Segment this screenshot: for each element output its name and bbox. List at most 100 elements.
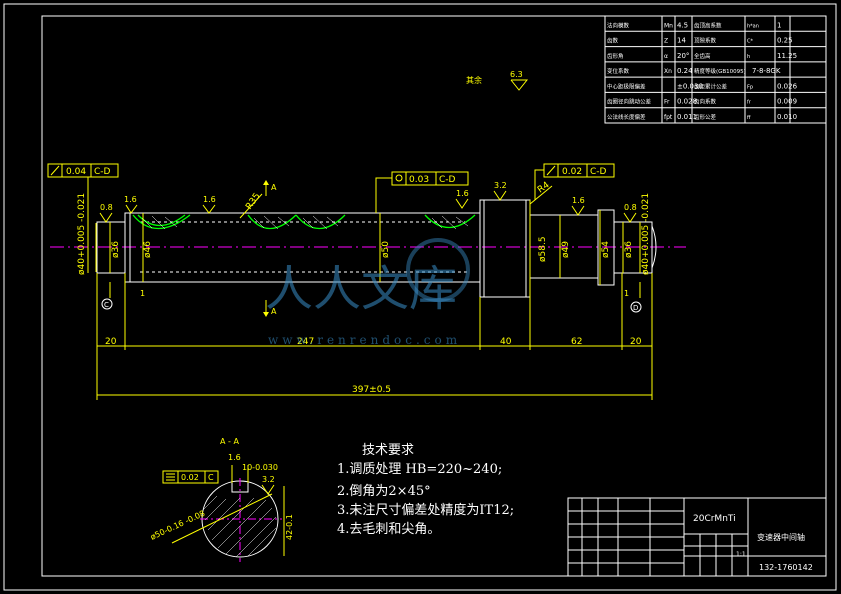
dim-d36-right: ø36 xyxy=(624,241,634,258)
roughness-3: 1.6 xyxy=(203,195,216,204)
requirement-item-2: 2.倒角为2×45° xyxy=(337,484,431,499)
roughness-symbols: 0.8 1.6 1.6 1.6 3.2 1.6 0.8 xyxy=(99,181,637,223)
tol-right-value: 0.02 xyxy=(562,167,582,177)
datum-d: D xyxy=(630,282,642,313)
rest-label: 其余 xyxy=(466,75,482,85)
tolerance-frame-middle: 0.03 C-D xyxy=(375,171,469,213)
param-cell-v1: 14 xyxy=(677,37,686,45)
param-cell-s2: h xyxy=(747,54,750,60)
param-cell-v2: 0.25 xyxy=(777,37,793,45)
technical-requirements: 技术要求 1.调质处理 HB=220~240; 2.倒角为2×45° 3.未注尺… xyxy=(337,443,514,537)
section-tol-value: 0.02 xyxy=(181,473,199,482)
tol-left-value: 0.04 xyxy=(66,167,86,177)
title-block-material: 20CrMnTi xyxy=(693,514,736,524)
dim-d50: ø50 xyxy=(381,241,391,258)
param-cell-s1: Xn xyxy=(664,68,672,75)
dim-d36-left: ø36 xyxy=(111,241,121,258)
param-cell-l2: 顶隙系数 xyxy=(694,37,717,45)
param-cell-s1: fpt xyxy=(664,114,673,121)
section-cut-marks: A A xyxy=(263,180,277,317)
rest-roughness-note: 其余 6.3 xyxy=(466,70,529,91)
dim-d40-left: ø40+0.005 -0.021 xyxy=(77,193,87,275)
watermark-url: www.renrendoc.com xyxy=(268,333,461,347)
dim-len-20-right: 20 xyxy=(630,337,642,347)
param-cell-v1: ±0.030 xyxy=(677,82,703,90)
param-cell-v1: 4.5 xyxy=(677,21,688,29)
watermark-brand: 人人文库 xyxy=(265,261,457,317)
section-roughness-1: 3.2 xyxy=(262,475,275,484)
rest-roughness-value: 6.3 xyxy=(510,70,523,79)
dim-overall-length: 397±0.5 xyxy=(352,385,391,395)
tooth-hatching xyxy=(141,215,469,230)
title-block xyxy=(567,497,827,577)
param-cell-l1: 齿形角 xyxy=(607,52,624,60)
dim-d40-right: ø40+0.005 -0.021 xyxy=(641,193,651,275)
param-cell-s2: ff xyxy=(747,115,751,121)
section-tol-datum: C xyxy=(208,473,214,482)
requirement-item-1: 1.调质处理 HB=220~240; xyxy=(337,462,502,477)
tol-middle-datum: C-D xyxy=(439,175,456,185)
datum-c-label: C xyxy=(104,301,109,309)
param-cell-l1: 法向模数 xyxy=(607,21,630,29)
param-cell-v2: 1 xyxy=(777,21,781,29)
param-cell-l2: 齿向系数 xyxy=(694,98,717,106)
tol-right-datum: C-D xyxy=(590,167,607,177)
roughness-2: 1.6 xyxy=(124,195,137,204)
param-cell-v2: 0.026 xyxy=(777,82,798,90)
requirement-item-3: 3.未注尺寸偏差处精度为IT12; xyxy=(337,502,514,518)
tolerance-frame-right: 0.02 C-D xyxy=(534,163,615,200)
dim-d46: ø46 xyxy=(143,241,153,258)
param-cell-s1: Z xyxy=(664,38,668,45)
section-d50: ø50-0.16 -0.08 xyxy=(149,509,206,542)
diameter-leaders xyxy=(87,200,641,297)
section-mark-bottom: A xyxy=(271,307,277,316)
diameter-labels: ø40+0.005 -0.021 ø36 ø46 ø50 ø58.5 ø49 ø… xyxy=(77,193,651,275)
dim-len-20-left: 20 xyxy=(105,337,117,347)
param-cell-v1: 0.011 xyxy=(677,113,697,121)
dim-len-62: 62 xyxy=(571,337,582,347)
title-block-part-name: 变速器中间轴 xyxy=(757,532,805,542)
param-cell-v1: 0.028 xyxy=(677,98,697,106)
title-block-drawing-no: 132-1760142 xyxy=(759,563,813,572)
outer-border xyxy=(3,3,837,591)
dim-d49: ø49 xyxy=(561,241,571,258)
param-cell-s1: Mn xyxy=(664,22,673,29)
inner-border xyxy=(41,15,827,577)
param-cell-l2: 全齿高 xyxy=(694,52,711,60)
roughness-7: 0.8 xyxy=(624,203,637,212)
datum-c: C xyxy=(101,282,113,310)
dim-small-1: 1 xyxy=(140,289,145,298)
dim-d54: ø54 xyxy=(601,241,611,258)
dim-len-247: 247 xyxy=(297,337,314,347)
gear-teeth-profile xyxy=(132,214,476,229)
watermark: 人人文库 www.renrendoc.com xyxy=(265,238,470,347)
param-cell-s2: C* xyxy=(747,39,753,45)
dim-d58: ø58.5 xyxy=(538,236,548,262)
roughness-6: 1.6 xyxy=(572,196,585,205)
param-cell-s2: h*an xyxy=(747,23,759,29)
param-cell-l2: 齿距累计公差 xyxy=(694,82,728,90)
section-roughness-2: 1.6 xyxy=(228,453,241,462)
section-mark-top: A xyxy=(271,183,277,192)
param-cell-v2: 0.010 xyxy=(777,113,797,121)
requirement-item-4: 4.去毛刺和尖角。 xyxy=(337,522,440,537)
section-keyway: 10-0.030 xyxy=(242,463,278,472)
param-cell-v2: 11.25 xyxy=(777,52,797,60)
param-cell-v2: 0.009 xyxy=(777,98,797,106)
param-cell-l2: 齿顶高系数 xyxy=(694,21,722,29)
param-cell-v2: 7-8-8GK xyxy=(752,67,781,75)
param-cell-l2: 齿形公差 xyxy=(694,113,717,121)
tol-left-datum: C-D xyxy=(94,167,111,177)
roughness-4: 1.6 xyxy=(456,189,469,198)
section-depth: 42-0.1 xyxy=(285,514,294,540)
roughness-1: 0.8 xyxy=(100,203,113,212)
dim-r35: R35 xyxy=(244,191,262,211)
dim-small-2: 1 xyxy=(624,289,629,298)
param-cell-s1: Fr xyxy=(664,99,670,106)
param-cell-v1: 20° xyxy=(677,52,689,60)
dim-len-40: 40 xyxy=(500,337,512,347)
section-title: A - A xyxy=(220,437,239,446)
tolerance-frame-left: 0.04 C-D xyxy=(47,163,119,222)
